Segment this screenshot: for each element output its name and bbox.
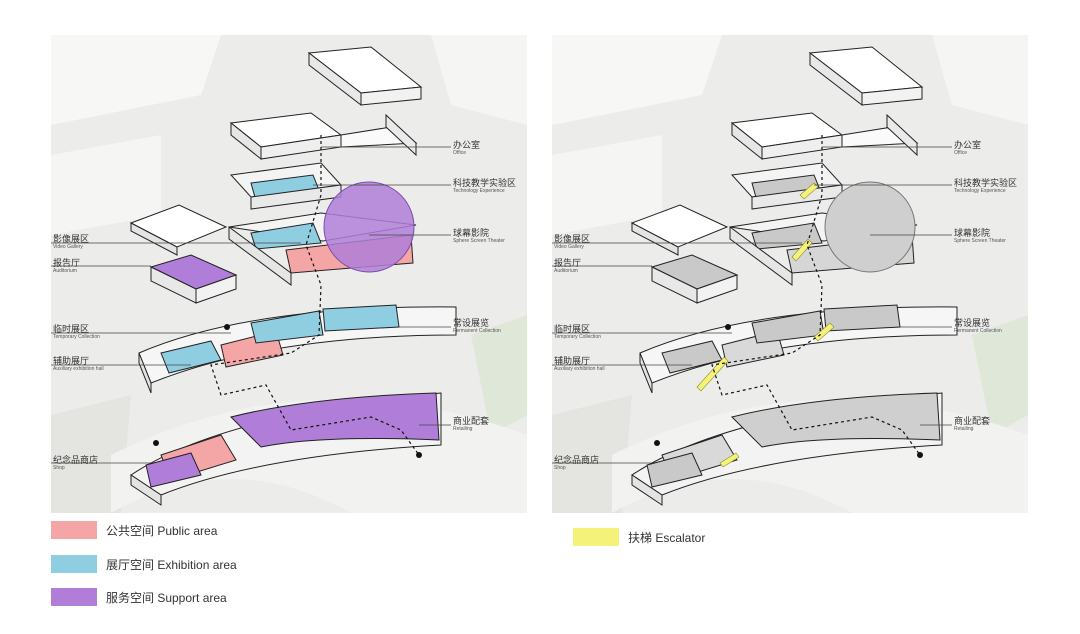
- context-building: [552, 35, 722, 125]
- legend-swatch-escalator: [573, 528, 619, 546]
- leader-lines: [51, 146, 451, 464]
- legend-label-escalator: 扶梯 Escalator: [628, 531, 706, 545]
- context-building: [932, 35, 1028, 125]
- context-building: [552, 135, 662, 235]
- context-green: [972, 315, 1028, 435]
- context-building: [431, 35, 527, 125]
- roof-slab: [808, 46, 924, 107]
- escalators: [696, 182, 835, 468]
- exhibition-floor: [138, 304, 457, 394]
- office-floor: [730, 112, 919, 161]
- legend-swatch-exhibition: [51, 555, 97, 573]
- legend-swatch-support: [51, 588, 97, 606]
- video-gallery-slab: [630, 204, 729, 256]
- node-markers: [153, 324, 422, 458]
- context-building: [51, 135, 161, 235]
- sphere-theater: [824, 181, 916, 273]
- tech-floor: [229, 162, 343, 210]
- context-building: [51, 35, 221, 125]
- legend-swatch-public: [51, 521, 97, 539]
- roof-slab: [307, 46, 423, 107]
- legend-label-support: 服务空间 Support area: [106, 591, 227, 605]
- leader-lines: [552, 146, 952, 464]
- auditorium-block: [149, 254, 238, 304]
- legend-label-public: 公共空间 Public area: [106, 524, 218, 538]
- video-gallery-slab: [129, 204, 228, 256]
- sphere-theater: [323, 181, 415, 273]
- retail-floor: [631, 392, 943, 506]
- node-markers: [654, 324, 923, 458]
- auditorium-block: [650, 254, 739, 304]
- exhibition-floor: [639, 304, 958, 394]
- circulation-path: [210, 135, 420, 456]
- circulation-path: [711, 135, 921, 456]
- legend-label-exhibition: 展厅空间 Exhibition area: [106, 558, 237, 572]
- retail-floor: [130, 392, 442, 506]
- context-green: [471, 315, 527, 435]
- tech-floor: [730, 162, 844, 210]
- axonometric-colored-svg: [51, 35, 527, 513]
- axonometric-gray-svg: [552, 35, 1028, 513]
